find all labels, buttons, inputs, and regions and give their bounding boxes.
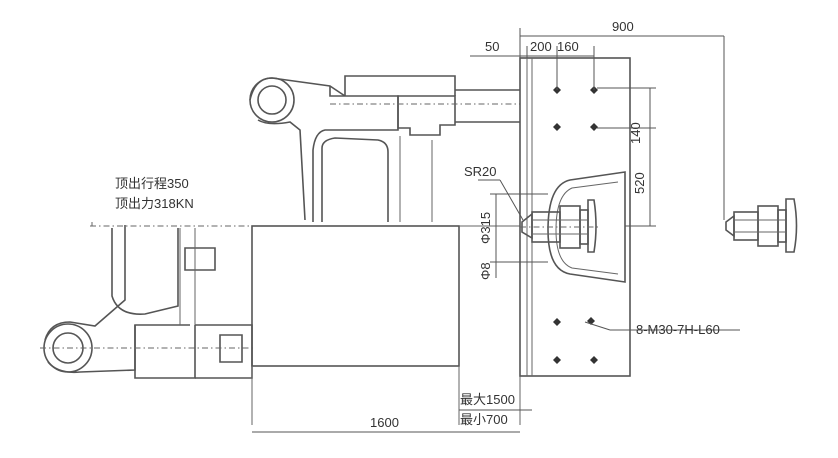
dim-900: 900 [612, 19, 634, 34]
nozzle-assembly-retracted [725, 198, 798, 253]
dim-520: 520 [632, 172, 647, 194]
lower-toggle-linkage [40, 225, 255, 379]
min-opening-label: 最小700 [460, 412, 508, 427]
dim-dia8: Φ8 [478, 262, 493, 280]
dim-140: 140 [628, 122, 643, 144]
dim-200: 200 [530, 39, 552, 54]
fixed-platen [519, 57, 631, 377]
ejector-stroke-label: 顶出行程350 [115, 176, 189, 191]
dim-160: 160 [557, 39, 579, 54]
sphere-radius-label: SR20 [464, 164, 497, 179]
nozzle-assembly [520, 199, 600, 253]
dim-1600: 1600 [370, 415, 399, 430]
max-opening-label: 最大1500 [460, 392, 515, 407]
upper-toggle-linkage [249, 75, 520, 222]
ejector-force-label: 顶出力318KN [115, 196, 194, 211]
dim-50: 50 [485, 39, 499, 54]
dimension-lines [252, 28, 740, 433]
thread-spec-label: 8-M30-7H-L60 [636, 322, 720, 337]
dim-dia315: Φ315 [478, 212, 493, 244]
